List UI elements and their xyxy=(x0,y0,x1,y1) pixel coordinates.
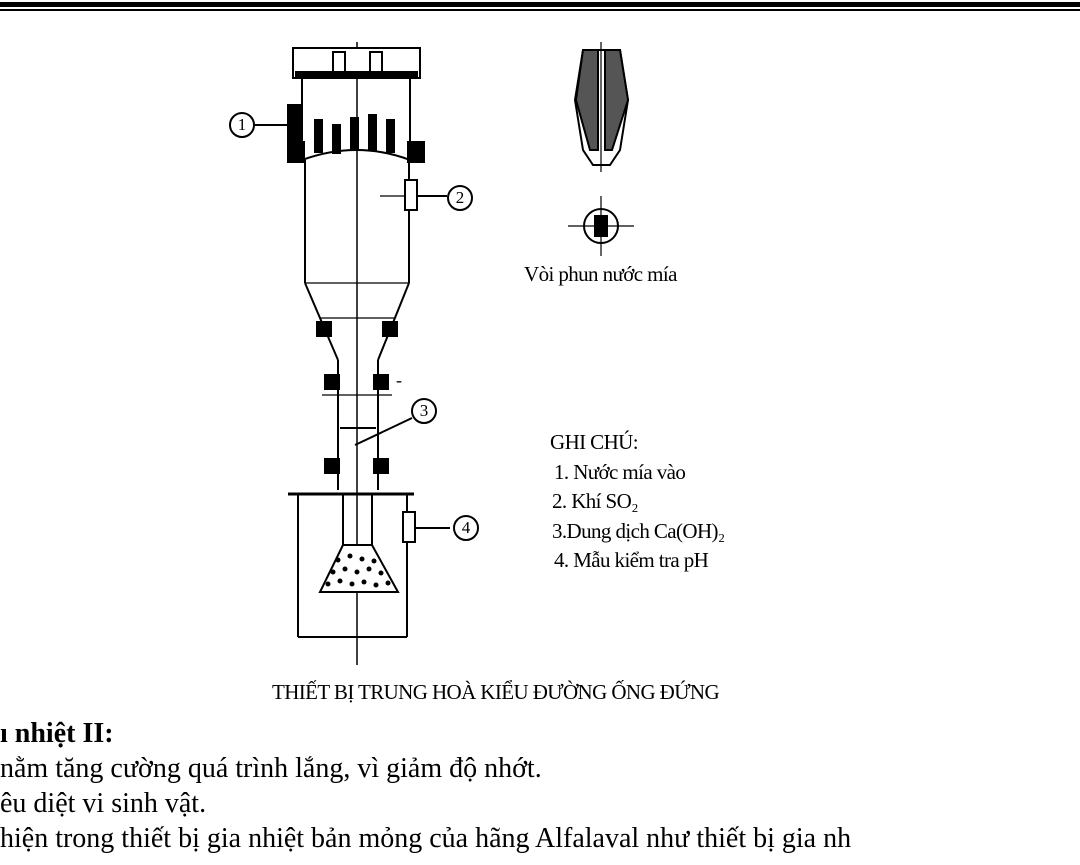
section-heading: ı nhiệt II: xyxy=(0,718,114,749)
figure-caption: THIẾT BỊ TRUNG HOÀ KIỂU ĐƯỜNG ỐNG ĐỨNG xyxy=(272,680,720,704)
note-item-4: 4. Mẫu kiểm tra pH xyxy=(554,548,709,572)
notes-block: GHI CHÚ: 1. Nước mía vào 2. Khí SO₂ 3.Du… xyxy=(550,428,725,576)
callout-3: 3 xyxy=(419,401,429,420)
top-border xyxy=(0,0,1080,12)
note-item-2: 2. Khí SO₂ xyxy=(552,489,639,513)
callout-1: 1 xyxy=(237,115,247,134)
note-item-3: 3.Dung dịch Ca(OH)₂ xyxy=(552,518,725,543)
callout-2: 2 xyxy=(455,188,465,207)
body-text: ı nhiệt II: nằm tăng cường quá trình lắn… xyxy=(0,716,1080,856)
callout-4: 4 xyxy=(461,518,471,537)
minus-mark: - xyxy=(396,370,402,390)
text-line-2: êu diệt vi sinh vật. xyxy=(0,788,207,819)
nozzle-caption: Vòi phun nước mía xyxy=(524,262,677,286)
notes-title: GHI CHÚ: xyxy=(550,430,639,454)
text-line-3: hiện trong thiết bị gia nhiệt bản mỏng c… xyxy=(0,823,852,854)
note-item-1: 1. Nước mía vào xyxy=(554,459,686,484)
neutralizer-drawing xyxy=(229,42,634,665)
text-line-1: nằm tăng cường quá trình lắng, vì giảm đ… xyxy=(0,753,542,784)
